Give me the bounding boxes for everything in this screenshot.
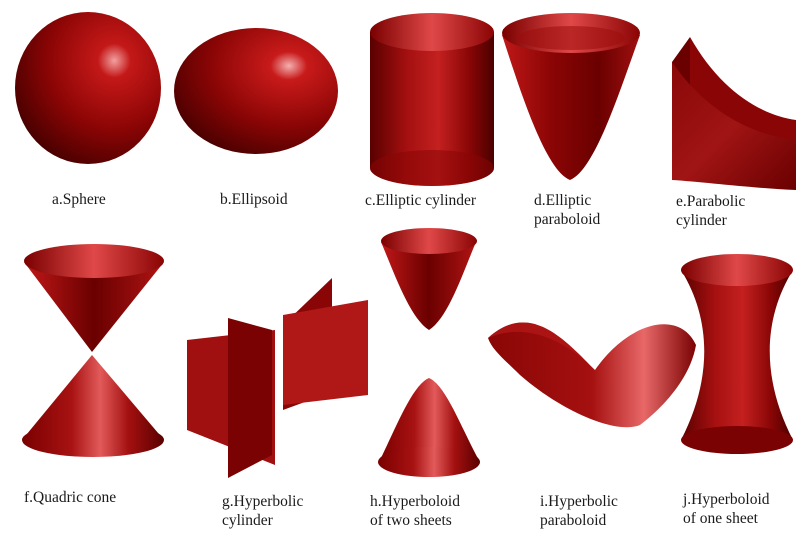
ellipsoid-surface bbox=[174, 28, 338, 154]
elliptic-cylinder-surface bbox=[370, 13, 494, 186]
label-a: a.Sphere bbox=[52, 190, 106, 209]
label-e-line-1: e.Parabolic bbox=[676, 192, 745, 211]
label-h-line-2: of two sheets bbox=[370, 511, 460, 530]
label-h: h.Hyperboloid of two sheets bbox=[370, 492, 460, 530]
label-e: e.Parabolic cylinder bbox=[676, 192, 745, 230]
quadric-cone-surface bbox=[22, 244, 164, 457]
label-c-line-1: c.Elliptic cylinder bbox=[365, 191, 476, 210]
label-i-line-2: paraboloid bbox=[540, 511, 618, 530]
hyperboloid-two-sheets-surface bbox=[378, 228, 480, 477]
label-j: j.Hyperboloid of one sheet bbox=[683, 490, 770, 528]
label-h-line-1: h.Hyperboloid bbox=[370, 492, 460, 511]
label-g: g.Hyperbolic cylinder bbox=[222, 492, 303, 530]
label-d: d.Elliptic paraboloid bbox=[534, 191, 600, 229]
label-j-line-2: of one sheet bbox=[683, 509, 770, 528]
sphere-surface bbox=[15, 12, 161, 164]
label-i: i.Hyperbolic paraboloid bbox=[540, 492, 618, 530]
label-i-line-1: i.Hyperbolic bbox=[540, 492, 618, 511]
label-f: f.Quadric cone bbox=[24, 488, 116, 507]
hyperboloid-one-sheet-surface bbox=[681, 254, 793, 454]
label-a-line-1: a.Sphere bbox=[52, 190, 106, 209]
hyperbolic-cylinder-surface bbox=[187, 278, 368, 478]
label-d-line-2: paraboloid bbox=[534, 210, 600, 229]
hyperbolic-paraboloid-surface bbox=[488, 322, 696, 427]
parabolic-cylinder-surface bbox=[672, 37, 796, 190]
label-g-line-2: cylinder bbox=[222, 511, 303, 530]
label-g-line-1: g.Hyperbolic bbox=[222, 492, 303, 511]
label-d-line-1: d.Elliptic bbox=[534, 191, 600, 210]
label-f-line-1: f.Quadric cone bbox=[24, 488, 116, 507]
label-c: c.Elliptic cylinder bbox=[365, 191, 476, 210]
elliptic-paraboloid-surface bbox=[502, 13, 640, 180]
label-e-line-2: cylinder bbox=[676, 211, 745, 230]
label-b-line-1: b.Ellipsoid bbox=[220, 190, 288, 209]
label-b: b.Ellipsoid bbox=[220, 190, 288, 209]
label-j-line-1: j.Hyperboloid bbox=[683, 490, 770, 509]
